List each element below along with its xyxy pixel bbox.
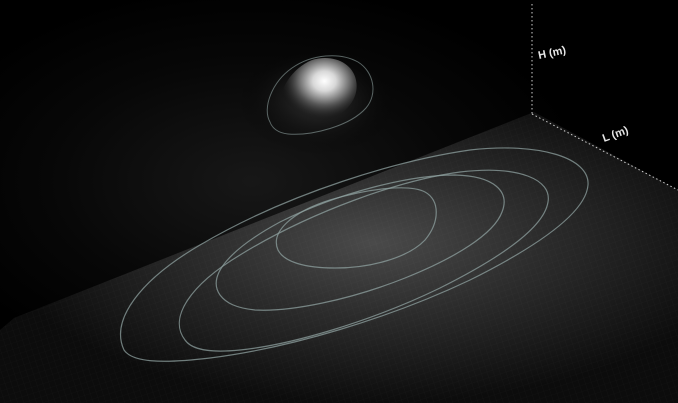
isoline-third [178,169,549,352]
luminaire-glow [279,58,357,124]
luminaire [238,45,398,155]
axis-guides [531,4,678,191]
isoline-inner [275,187,437,269]
isoline-second [215,174,505,311]
floor-plane [0,112,678,403]
isoline-outer [120,147,589,362]
luminaire-isoline [266,55,374,135]
floor-isolines [120,147,589,362]
length-axis-line [531,113,678,191]
height-axis-label: H (m) [537,44,567,62]
